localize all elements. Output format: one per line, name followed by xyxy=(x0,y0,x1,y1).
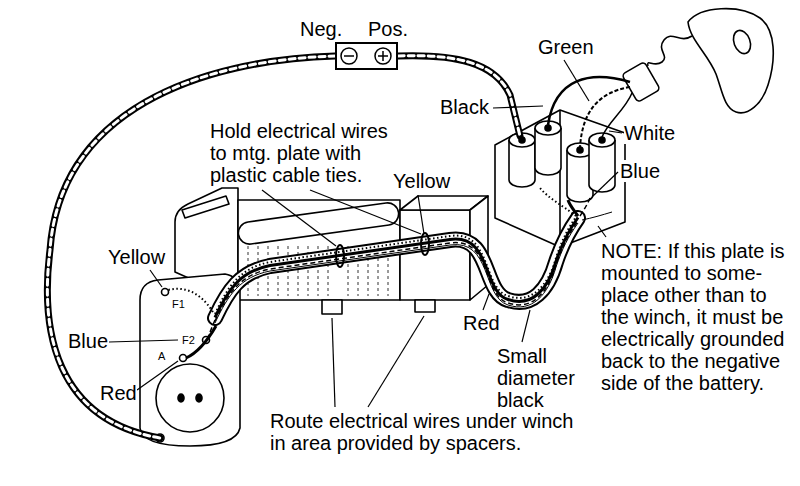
cable-tie xyxy=(421,233,429,255)
leader-line xyxy=(137,361,178,390)
remote-cord xyxy=(648,36,692,66)
leader-line xyxy=(332,318,335,407)
small-black-wire xyxy=(582,212,612,220)
minus-sign xyxy=(344,55,354,57)
leader-line xyxy=(609,131,622,133)
blue-wire xyxy=(580,198,590,216)
black-wire xyxy=(548,77,630,125)
wire-label: Blue xyxy=(620,160,660,182)
note-text: Route electrical wires under winch in ar… xyxy=(270,410,586,454)
leader-line xyxy=(262,190,336,246)
terminal-label: Neg. xyxy=(300,18,342,40)
small-black-wire xyxy=(215,223,578,323)
leader-line xyxy=(483,294,489,310)
leader-line xyxy=(564,60,589,101)
red-wire xyxy=(568,200,578,216)
leader-line xyxy=(109,340,178,342)
wire-label: Red xyxy=(100,382,137,404)
note-text: Small diameter black xyxy=(497,345,597,411)
remote-control xyxy=(688,9,773,113)
solenoid-top xyxy=(589,133,615,147)
terminal-name: F1 xyxy=(172,298,185,311)
remote-button xyxy=(730,28,753,56)
yellow-wire xyxy=(215,214,578,314)
terminal-label: Pos. xyxy=(368,18,408,40)
gear-housing xyxy=(400,210,470,300)
end-cap-dot xyxy=(178,394,184,402)
wire-label: Green xyxy=(538,36,594,58)
leader-line xyxy=(310,190,421,234)
yellow-wire xyxy=(168,289,213,312)
wire-bundle-fill xyxy=(215,218,578,318)
battery-box: Neg.Pos. xyxy=(335,42,398,70)
wire-label: Yellow xyxy=(393,170,450,192)
plus-sign xyxy=(378,51,388,61)
green-wire xyxy=(580,87,630,148)
wire-bundle-outline xyxy=(215,218,578,318)
wire-label: Red xyxy=(463,312,500,334)
note-text: NOTE: If this plate is mounted to some-p… xyxy=(601,240,789,394)
spacer xyxy=(322,300,342,314)
terminal-bolt xyxy=(180,355,187,362)
red-wire xyxy=(215,218,578,318)
wire-label: White xyxy=(624,122,675,144)
leader-line xyxy=(493,106,543,108)
leader-line xyxy=(598,226,606,237)
leader-line xyxy=(593,172,618,196)
motor-end-cap xyxy=(156,364,224,432)
cable-tie xyxy=(336,245,344,267)
negative-cable xyxy=(47,56,335,438)
spacer xyxy=(415,300,435,312)
wire-label: Black xyxy=(440,96,489,118)
terminal-name: F2 xyxy=(182,334,195,347)
positive-cable xyxy=(398,56,520,136)
positive-terminal-symbol xyxy=(375,48,391,64)
yellow-wire xyxy=(540,188,576,216)
battery-symbols xyxy=(337,44,396,68)
terminal-bolt xyxy=(545,125,551,131)
terminal-name: A xyxy=(158,350,165,363)
end-cap-dot xyxy=(196,394,202,402)
terminal-bolt xyxy=(599,137,605,143)
leader-line xyxy=(368,316,424,407)
leader-line xyxy=(418,195,424,234)
note-text: Hold electrical wires to mtg. plate with… xyxy=(210,120,400,186)
negative-cable-pattern xyxy=(47,56,335,438)
positive-cable-pattern xyxy=(398,56,520,136)
wire-label: Blue xyxy=(68,330,108,352)
leader-line xyxy=(522,310,530,342)
leader-line xyxy=(150,270,162,287)
tie-bar xyxy=(238,203,398,244)
wire-label: Yellow xyxy=(108,246,165,268)
negative-terminal-symbol xyxy=(341,48,357,64)
clutch-lever xyxy=(182,196,229,218)
terminal-bolt xyxy=(162,289,169,296)
